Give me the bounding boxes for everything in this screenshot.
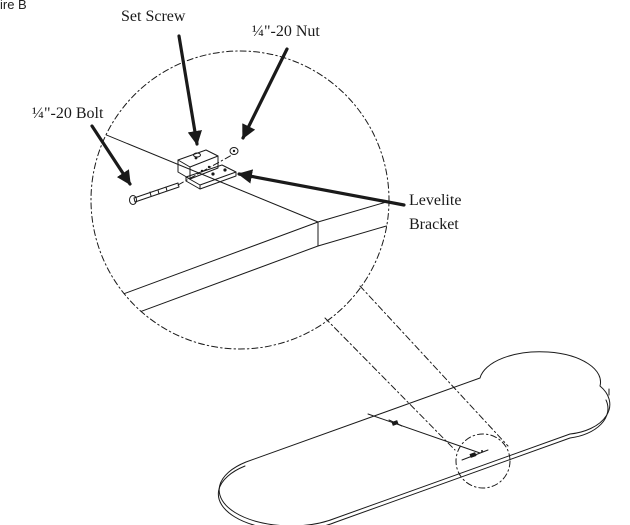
bolt — [129, 154, 233, 205]
set-screw-label: Set Screw — [121, 8, 186, 25]
bracket-label-line1: Levelite — [409, 192, 462, 209]
oval-table — [217, 351, 611, 525]
detail-circle — [90, 50, 390, 350]
figure-caption: ire B — [0, 0, 27, 12]
leader-line-left — [324, 317, 456, 451]
bracket-arrow — [237, 169, 406, 207]
set-screw-arrow — [177, 34, 202, 146]
levelite-bracket — [177, 149, 237, 190]
leader-line-right — [359, 285, 509, 447]
bolt-label: ¼"-20 Bolt — [32, 105, 104, 122]
bolt-arrow — [90, 124, 132, 186]
nut — [229, 147, 239, 155]
detail-table-edge — [91, 119, 389, 335]
detail-locator-circle — [455, 433, 511, 489]
bracket-label-line2: Bracket — [409, 216, 459, 233]
nut-label: ¼"-20 Nut — [252, 23, 320, 40]
set-screw — [193, 152, 201, 158]
nut-arrow — [241, 47, 289, 140]
